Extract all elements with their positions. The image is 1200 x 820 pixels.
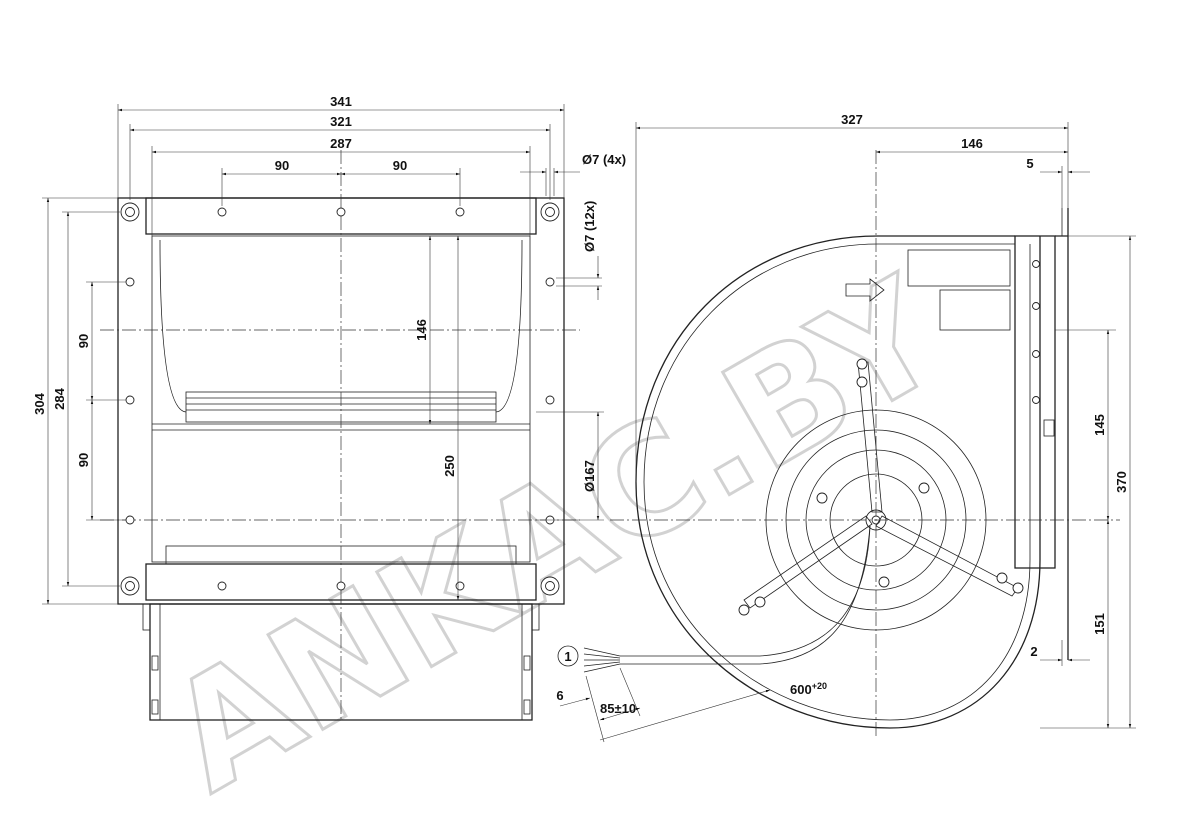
dim-hole-12x: Ø7 (12x) [582, 201, 597, 252]
dim-151: 151 [1092, 613, 1107, 635]
dim-284: 284 [52, 387, 67, 409]
dim-90-bottom: 90 [76, 453, 91, 467]
watermark-text: ANKAC.BY [141, 246, 971, 820]
dim-304: 304 [32, 392, 47, 414]
cable-marker-circle [557, 645, 579, 667]
dim-250: 250 [442, 455, 457, 477]
strut-left [743, 515, 873, 609]
dim-145: 145 [1092, 414, 1107, 436]
watermark: ANKAC.BY [140, 244, 973, 820]
side-view: 1 327 146 5 145 151 370 2 [556, 112, 1136, 743]
dim-outlet-dia: Ø167 [582, 460, 597, 492]
dim-90-top: 90 [76, 334, 91, 348]
housing-inner [151, 235, 531, 563]
rating-label [907, 249, 1011, 287]
dim-6: 6 [556, 688, 563, 703]
outlet-flange [1014, 235, 1056, 569]
rotation-arrow-icon [845, 278, 885, 302]
front-view: 341 321 287 90 90 Ø7 (4x) Ø7 (12x) Ø167 [32, 94, 626, 721]
dim-strip-length: 85±10 [600, 701, 636, 716]
dim-90-left: 90 [275, 158, 289, 173]
dim-146-side: 146 [961, 136, 983, 151]
dim-321: 321 [330, 114, 352, 129]
dim-2: 2 [1030, 644, 1037, 659]
dim-370: 370 [1114, 471, 1129, 493]
dim-cable-length: 600+20 [790, 681, 827, 697]
cable [620, 525, 871, 657]
scroll-housing [635, 235, 1041, 729]
dim-327: 327 [841, 112, 863, 127]
dim-341: 341 [330, 94, 352, 109]
dim-hole-4x: Ø7 (4x) [582, 152, 626, 167]
info-label [939, 289, 1011, 331]
cable-marker: 1 [564, 649, 571, 664]
dim-90-right: 90 [393, 158, 407, 173]
strut-right [875, 515, 1019, 597]
dim-287: 287 [330, 136, 352, 151]
dim-5: 5 [1026, 156, 1033, 171]
cable-wires [583, 647, 621, 673]
flange-holes [1032, 260, 1040, 404]
dim-146-inner: 146 [414, 319, 429, 341]
corner-holes [120, 202, 560, 596]
